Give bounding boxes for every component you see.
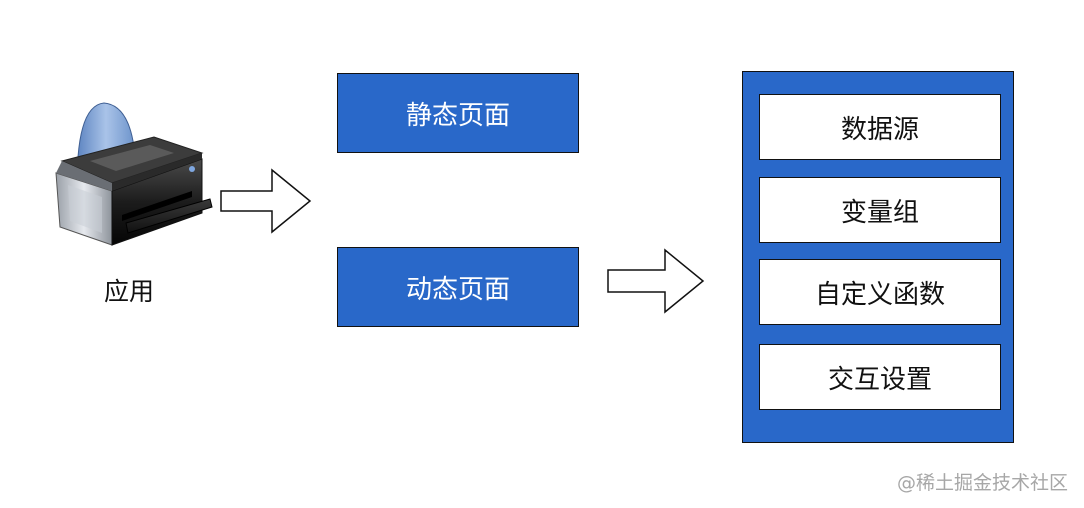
component-item-custom-function: 自定义函数	[759, 259, 1001, 325]
app-label: 应用	[103, 277, 154, 306]
right-arrow-icon	[220, 168, 312, 234]
dynamic-page-box: 动态页面	[337, 247, 579, 327]
right-arrow-icon	[607, 248, 705, 314]
printer-icon	[55, 102, 213, 246]
static-page-box: 静态页面	[337, 73, 579, 153]
watermark: @稀土掘金技术社区	[896, 472, 1068, 494]
dynamic-page-components-panel: 数据源 变量组 自定义函数 交互设置	[742, 71, 1014, 443]
component-item-variable-group: 变量组	[759, 177, 1001, 243]
component-item-interaction-settings: 交互设置	[759, 344, 1001, 410]
component-item-data-source: 数据源	[759, 94, 1001, 160]
